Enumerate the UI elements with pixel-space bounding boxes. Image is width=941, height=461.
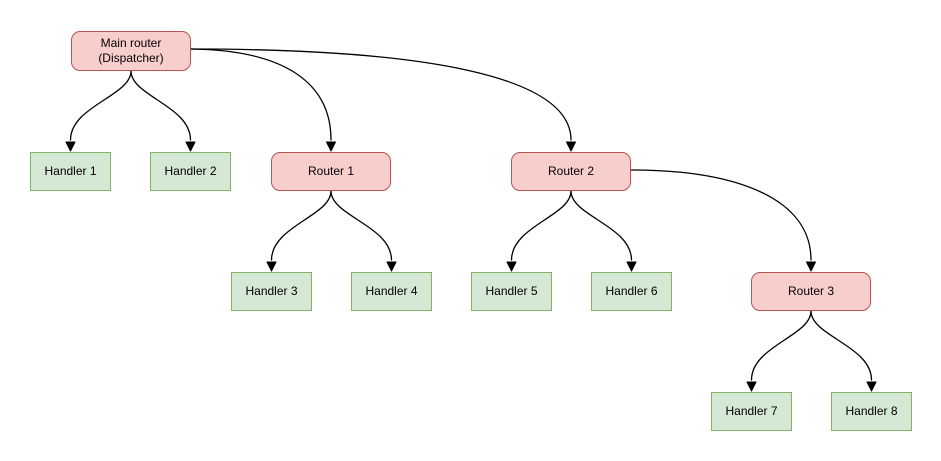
edge-main-to-router-1 — [190, 48, 336, 152]
node-handler-4[interactable]: Handler 4 — [351, 272, 432, 311]
arrowhead-icon — [506, 261, 517, 272]
node-label-handler-8: Handler 8 — [845, 404, 898, 418]
arrowhead-icon — [266, 261, 277, 272]
node-handler-6[interactable]: Handler 6 — [591, 272, 672, 311]
edge-main-to-router-2 — [190, 48, 576, 152]
node-router-1[interactable]: Router 1 — [271, 152, 391, 191]
edge-router-2-to-handler-5 — [506, 190, 572, 272]
edge-router-2-to-router-3 — [630, 169, 816, 272]
arrowhead-icon — [65, 141, 76, 152]
node-label-handler-2: Handler 2 — [164, 164, 217, 178]
edge-router-1-to-handler-3 — [266, 190, 332, 272]
node-label-main-router: Main router (Dispatcher) — [98, 36, 164, 65]
edge-router-2-to-handler-6 — [570, 190, 637, 272]
edge-router-3-to-handler-7 — [746, 310, 812, 392]
node-label-handler-7: Handler 7 — [725, 404, 778, 418]
node-label-router-3: Router 3 — [787, 284, 835, 298]
arrowhead-icon — [326, 141, 336, 152]
node-handler-5[interactable]: Handler 5 — [471, 272, 552, 311]
node-router-2[interactable]: Router 2 — [511, 152, 631, 191]
node-label-handler-5: Handler 5 — [485, 284, 538, 298]
node-label-router-2: Router 2 — [547, 164, 595, 178]
node-main-router[interactable]: Main router (Dispatcher) — [71, 31, 191, 71]
edge-router-3-to-handler-8 — [810, 310, 877, 392]
node-label-handler-6: Handler 6 — [605, 284, 658, 298]
node-label-handler-3: Handler 3 — [245, 284, 298, 298]
edge-main-to-handler-1 — [65, 70, 132, 152]
arrowhead-icon — [386, 261, 397, 272]
node-router-3[interactable]: Router 3 — [751, 272, 871, 311]
node-label-router-1: Router 1 — [307, 164, 355, 178]
arrowhead-icon — [806, 261, 816, 272]
node-label-handler-4: Handler 4 — [365, 284, 418, 298]
arrowhead-icon — [866, 381, 877, 392]
node-handler-1[interactable]: Handler 1 — [30, 152, 111, 191]
edge-main-to-handler-2 — [130, 70, 196, 152]
node-handler-2[interactable]: Handler 2 — [150, 152, 231, 191]
arrowhead-icon — [185, 141, 196, 152]
arrowhead-icon — [746, 381, 757, 392]
node-label-handler-1: Handler 1 — [44, 164, 97, 178]
edge-router-1-to-handler-4 — [330, 190, 397, 272]
arrowhead-icon — [626, 261, 637, 272]
node-handler-8[interactable]: Handler 8 — [831, 392, 912, 431]
node-handler-7[interactable]: Handler 7 — [711, 392, 792, 431]
arrowhead-icon — [566, 141, 576, 152]
node-handler-3[interactable]: Handler 3 — [231, 272, 312, 311]
